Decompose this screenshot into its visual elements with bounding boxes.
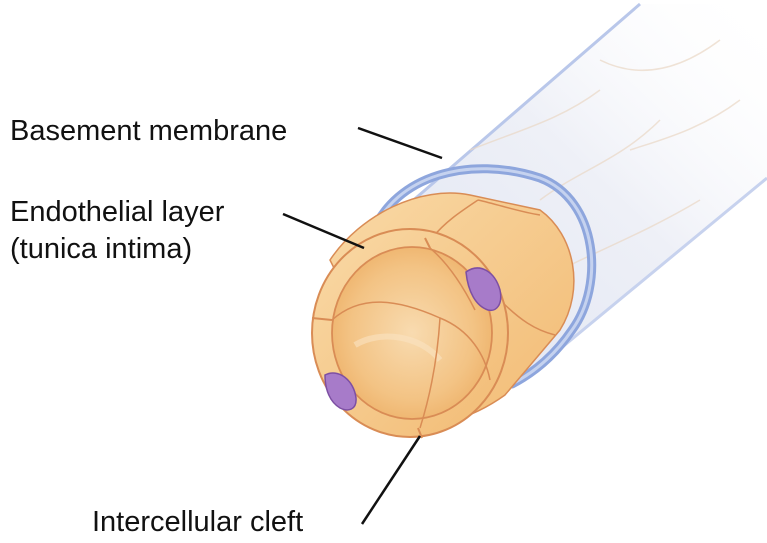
intercellular-cleft-leader bbox=[362, 436, 420, 524]
intercellular-cleft-label: Intercellular cleft bbox=[92, 505, 303, 539]
basement-membrane-leader bbox=[358, 128, 442, 158]
tunica-intima-label: (tunica intima) bbox=[10, 232, 192, 266]
basement-membrane-label: Basement membrane bbox=[10, 114, 287, 148]
endothelial-layer-label: Endothelial layer bbox=[10, 195, 224, 229]
endothelial-layer-leader bbox=[283, 214, 364, 248]
